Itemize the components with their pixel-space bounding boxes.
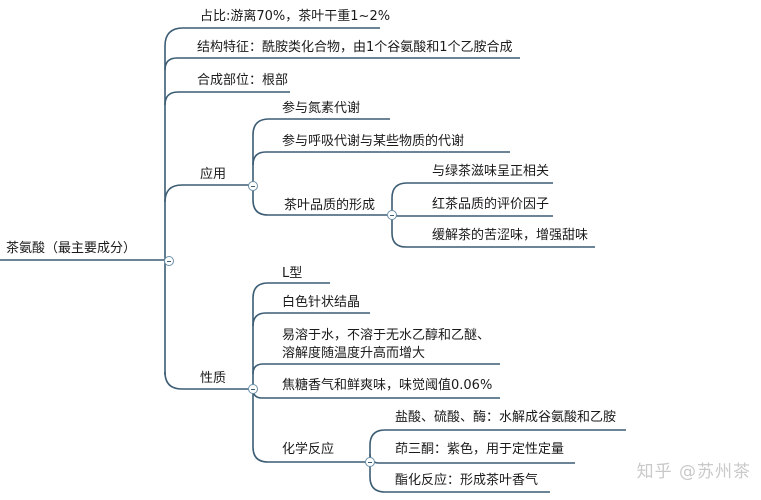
- edge-structure: [164, 57, 520, 71]
- watermark: 知乎 @苏州茶: [636, 462, 751, 482]
- node-acylation[interactable]: 酯化反应：形成茶叶香气: [395, 473, 539, 488]
- chem-acylation: [369, 462, 550, 493]
- quality-trunk: [391, 182, 553, 215]
- node-nitrogen[interactable]: 参与氮素代谢: [282, 101, 361, 116]
- node-ratio[interactable]: 占比:游离70%，茶叶干重1~2%: [200, 9, 391, 24]
- edge-site: [164, 91, 290, 106]
- node-solubility[interactable]: 易溶于水，不溶于无水乙醇和乙醚、溶解度随温度升高而增大: [282, 328, 491, 361]
- trunk-top: [164, 27, 380, 260]
- app-respiration: [252, 151, 510, 166]
- node-crystal[interactable]: 白色针状结晶: [282, 295, 361, 310]
- properties-collapse-button[interactable]: [248, 384, 258, 394]
- node-aroma[interactable]: 焦糖香气和鲜爽味，味觉阈值0.06%: [282, 378, 493, 393]
- edge-properties: [164, 371, 253, 390]
- node-respiration[interactable]: 参与呼吸代谢与某些物质的代谢: [282, 134, 465, 149]
- prop-trunk: [252, 282, 330, 389]
- edge-application: [164, 184, 253, 203]
- node-ninhydrin[interactable]: 茚三酮：紫色，用于定性定量: [395, 442, 565, 457]
- node-green[interactable]: 与绿茶滋味呈正相关: [432, 164, 550, 179]
- quality-collapse-button[interactable]: [387, 210, 397, 220]
- node-chem[interactable]: 化学反应: [282, 442, 335, 457]
- app-quality: [252, 185, 392, 216]
- node-hydrolysis[interactable]: 盐酸、硫酸、酶：水解成谷氨酸和乙胺: [395, 410, 617, 425]
- node-properties[interactable]: 性质: [200, 371, 227, 386]
- node-ltype[interactable]: L型: [282, 266, 303, 281]
- node-quality[interactable]: 茶叶品质的形成: [284, 198, 376, 213]
- application-collapse-button[interactable]: [248, 181, 258, 191]
- root-collapse-button[interactable]: [164, 256, 174, 266]
- node-application[interactable]: 应用: [200, 167, 227, 182]
- prop-chem: [252, 389, 370, 463]
- chem-collapse-button[interactable]: [365, 457, 375, 467]
- node-structure[interactable]: 结构特征：酰胺类化合物，由1个谷氨酸和1个乙胺合成: [197, 40, 513, 55]
- chem-trunk: [369, 429, 626, 462]
- root-node[interactable]: 茶氨酸（最主要成分）: [6, 241, 137, 256]
- node-black[interactable]: 红茶品质的评价因子: [432, 197, 550, 212]
- prop-solubility: [252, 363, 500, 375]
- prop-crystal: [252, 312, 370, 327]
- app-trunk: [252, 118, 390, 185]
- quality-bitter: [391, 215, 595, 248]
- node-site[interactable]: 合成部位：根部: [197, 73, 289, 88]
- node-bitter[interactable]: 缓解茶的苦涩味，增强甜味: [432, 228, 589, 243]
